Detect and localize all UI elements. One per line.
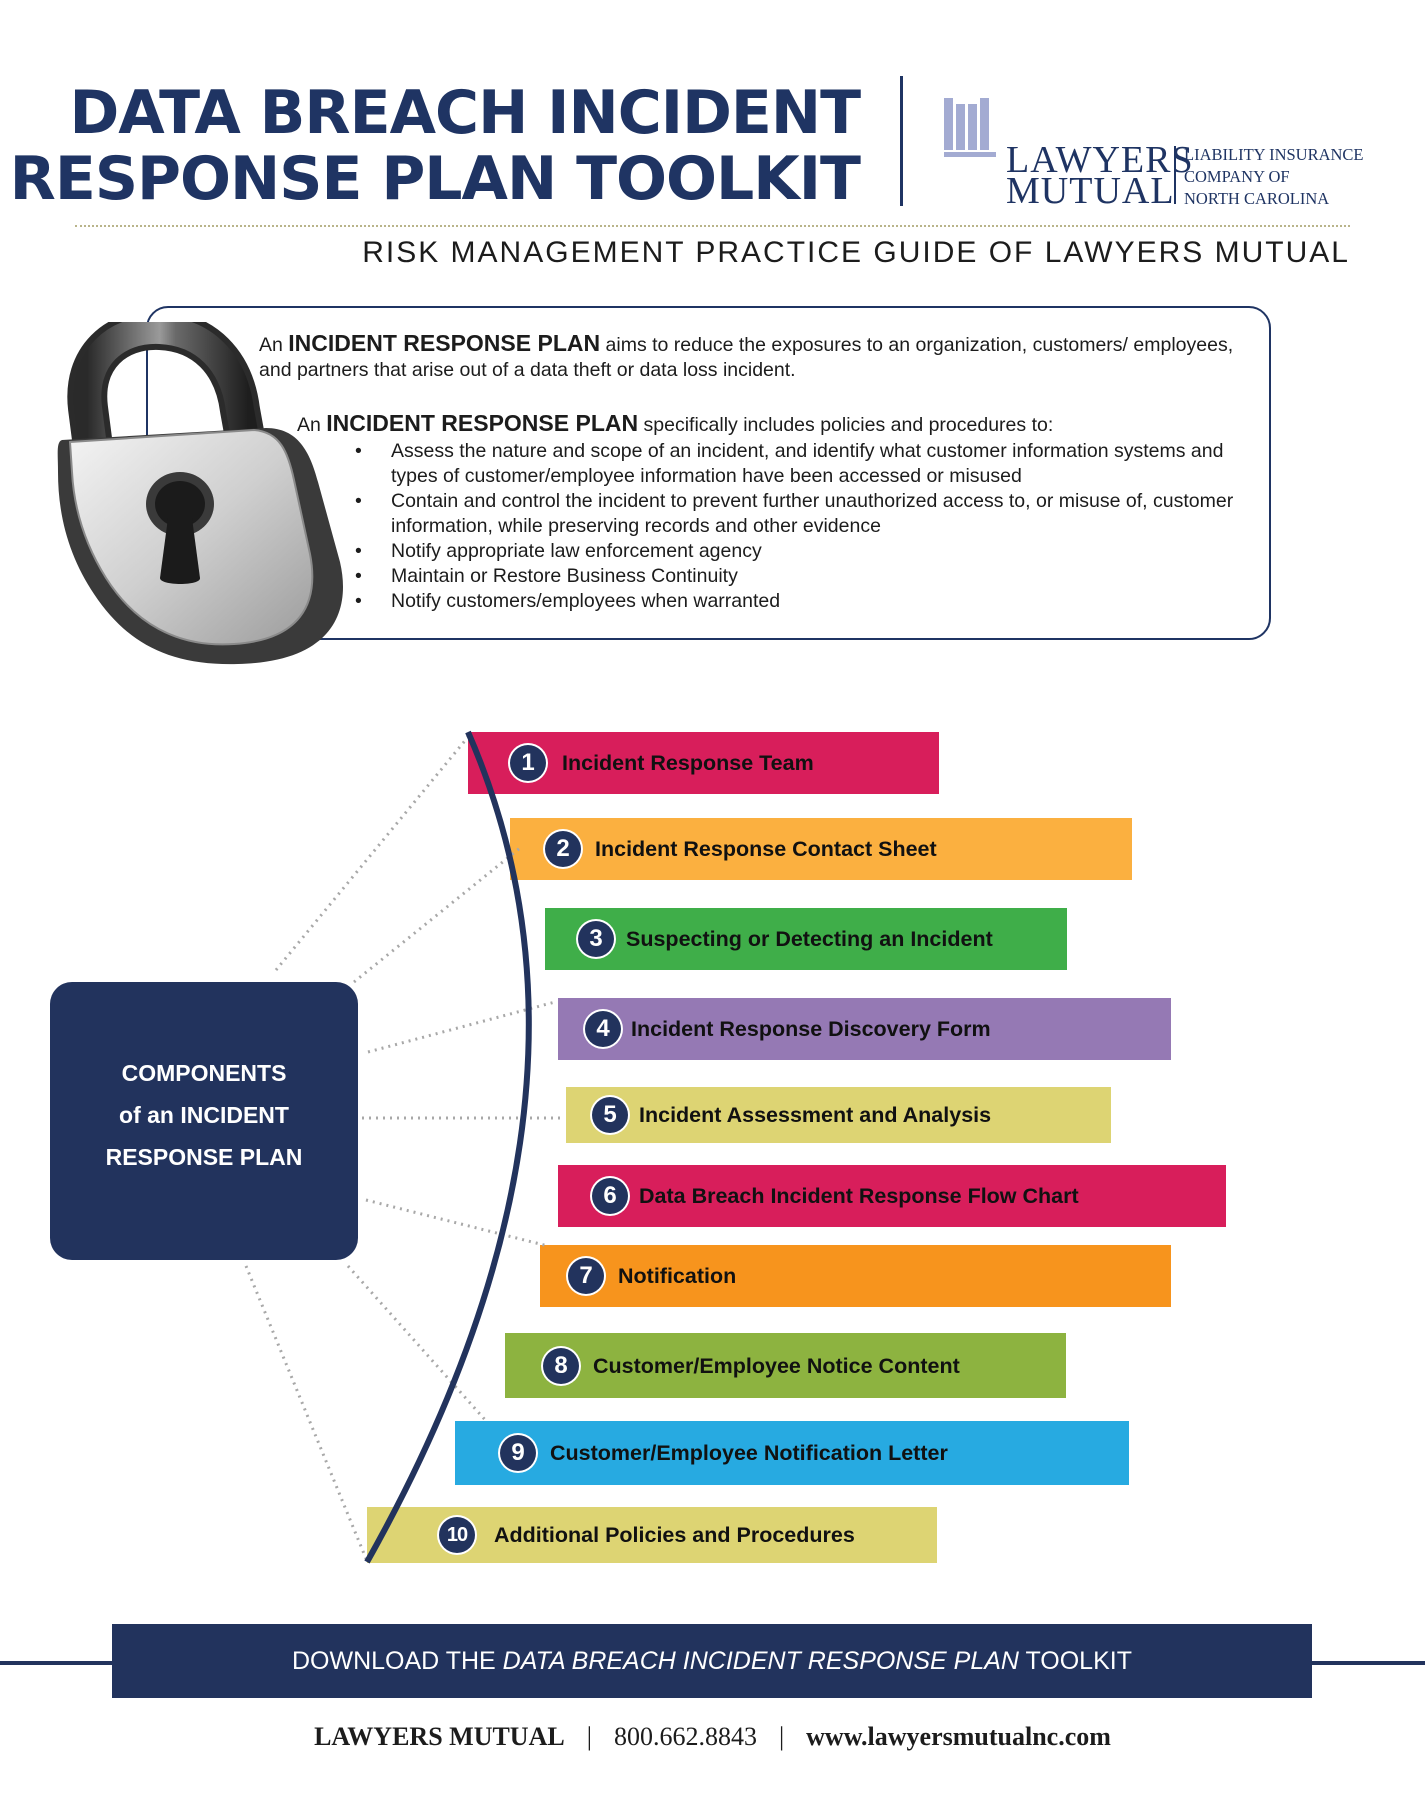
component-label: Additional Policies and Procedures [494,1523,855,1547]
footer-company: LAWYERS MUTUAL [314,1722,565,1751]
list-item: Notify appropriate law enforcement agenc… [355,539,1255,564]
padlock-icon [57,322,344,665]
page-subtitle: RISK MANAGEMENT PRACTICE GUIDE OF LAWYER… [362,236,1350,269]
component-number-badge: 8 [543,1348,579,1384]
logo-sub-line-1: LIABILITY INSURANCE [1184,145,1364,164]
logo-separator [1174,146,1176,204]
footer-phone[interactable]: 800.662.8843 [613,1722,757,1751]
component-label: Customer/Employee Notice Content [593,1354,960,1378]
component-item-9[interactable]: 9 Customer/Employee Notification Letter [455,1421,1129,1485]
component-number-badge: 3 [578,921,614,957]
components-title: COMPONENTS of an INCIDENT RESPONSE PLAN [105,1060,303,1170]
download-toolkit-banner[interactable]: DOWNLOAD THE DATA BREACH INCIDENT RESPON… [112,1624,1312,1698]
intro-paragraph-1: An INCIDENT RESPONSE PLAN aims to reduce… [259,330,1234,382]
component-label: Incident Response Team [562,751,814,775]
component-item-10[interactable]: 10 Additional Policies and Procedures [367,1507,937,1563]
logo-sub-line-2: COMPANY OF [1184,167,1290,186]
component-label: Incident Assessment and Analysis [639,1103,992,1127]
component-label: Incident Response Contact Sheet [595,837,937,861]
intro-bullet-list: Assess the nature and scope of an incide… [355,439,1255,614]
component-item-5[interactable]: 5 Incident Assessment and Analysis [566,1087,1111,1143]
components-box [50,982,358,1260]
header-dotted-rule [75,225,1350,227]
intro-term-1: INCIDENT RESPONSE PLAN [288,330,601,356]
component-label: Incident Response Discovery Form [631,1017,991,1041]
list-item: Notify customers/employees when warrante… [355,589,1255,614]
component-item-1[interactable]: 1 Incident Response Team [468,732,939,794]
header-divider [900,76,903,206]
intro-paragraph-2: An INCIDENT RESPONSE PLAN specifically i… [297,410,1054,437]
component-item-7[interactable]: 7 Notification [540,1245,1171,1307]
intro-term-2: INCIDENT RESPONSE PLAN [326,410,639,436]
component-item-2[interactable]: 2 Incident Response Contact Sheet [510,818,1132,880]
logo-word-mutual: MUTUAL [1006,170,1175,212]
component-item-6[interactable]: 6 Data Breach Incident Response Flow Char… [558,1165,1226,1227]
list-item: Maintain or Restore Business Continuity [355,564,1255,589]
download-toolkit-title: DATA BREACH INCIDENT RESPONSE PLAN [502,1647,1019,1675]
component-label: Suspecting or Detecting an Incident [626,927,993,951]
component-number-badge: 6 [592,1178,628,1214]
component-number-badge: 9 [500,1435,536,1471]
footer-website-link[interactable]: www.lawyersmutualnc.com [806,1722,1111,1751]
component-label: Notification [618,1264,737,1288]
component-item-3[interactable]: 3 Suspecting or Detecting an Incident [545,908,1067,970]
component-number-badge: 2 [545,831,581,867]
component-number-badge: 7 [568,1258,604,1294]
component-item-8[interactable]: 8 Customer/Employee Notice Content [505,1333,1066,1398]
logo-sub-line-3: NORTH CAROLINA [1184,189,1330,208]
title-line-1: DATA BREACH INCIDENT [69,78,861,148]
component-number-badge: 5 [592,1097,628,1133]
contact-line: LAWYERS MUTUAL|800.662.8843|www.lawyersm… [314,1722,1111,1751]
component-number-badge: 1 [510,745,546,781]
list-item: Assess the nature and scope of an incide… [355,439,1255,489]
component-number-badge: 10 [439,1517,475,1553]
component-label: Data Breach Incident Response Flow Chart [639,1184,1079,1208]
title-line-2: RESPONSE PLAN TOOLKIT [9,144,861,214]
list-item: Contain and control the incident to prev… [355,489,1255,539]
component-label: Customer/Employee Notification Letter [550,1441,948,1465]
logo-word-lawyers: LAWYERS [1006,139,1194,181]
component-number-badge: 4 [585,1011,621,1047]
component-item-4[interactable]: 4 Incident Response Discovery Form [558,998,1171,1060]
